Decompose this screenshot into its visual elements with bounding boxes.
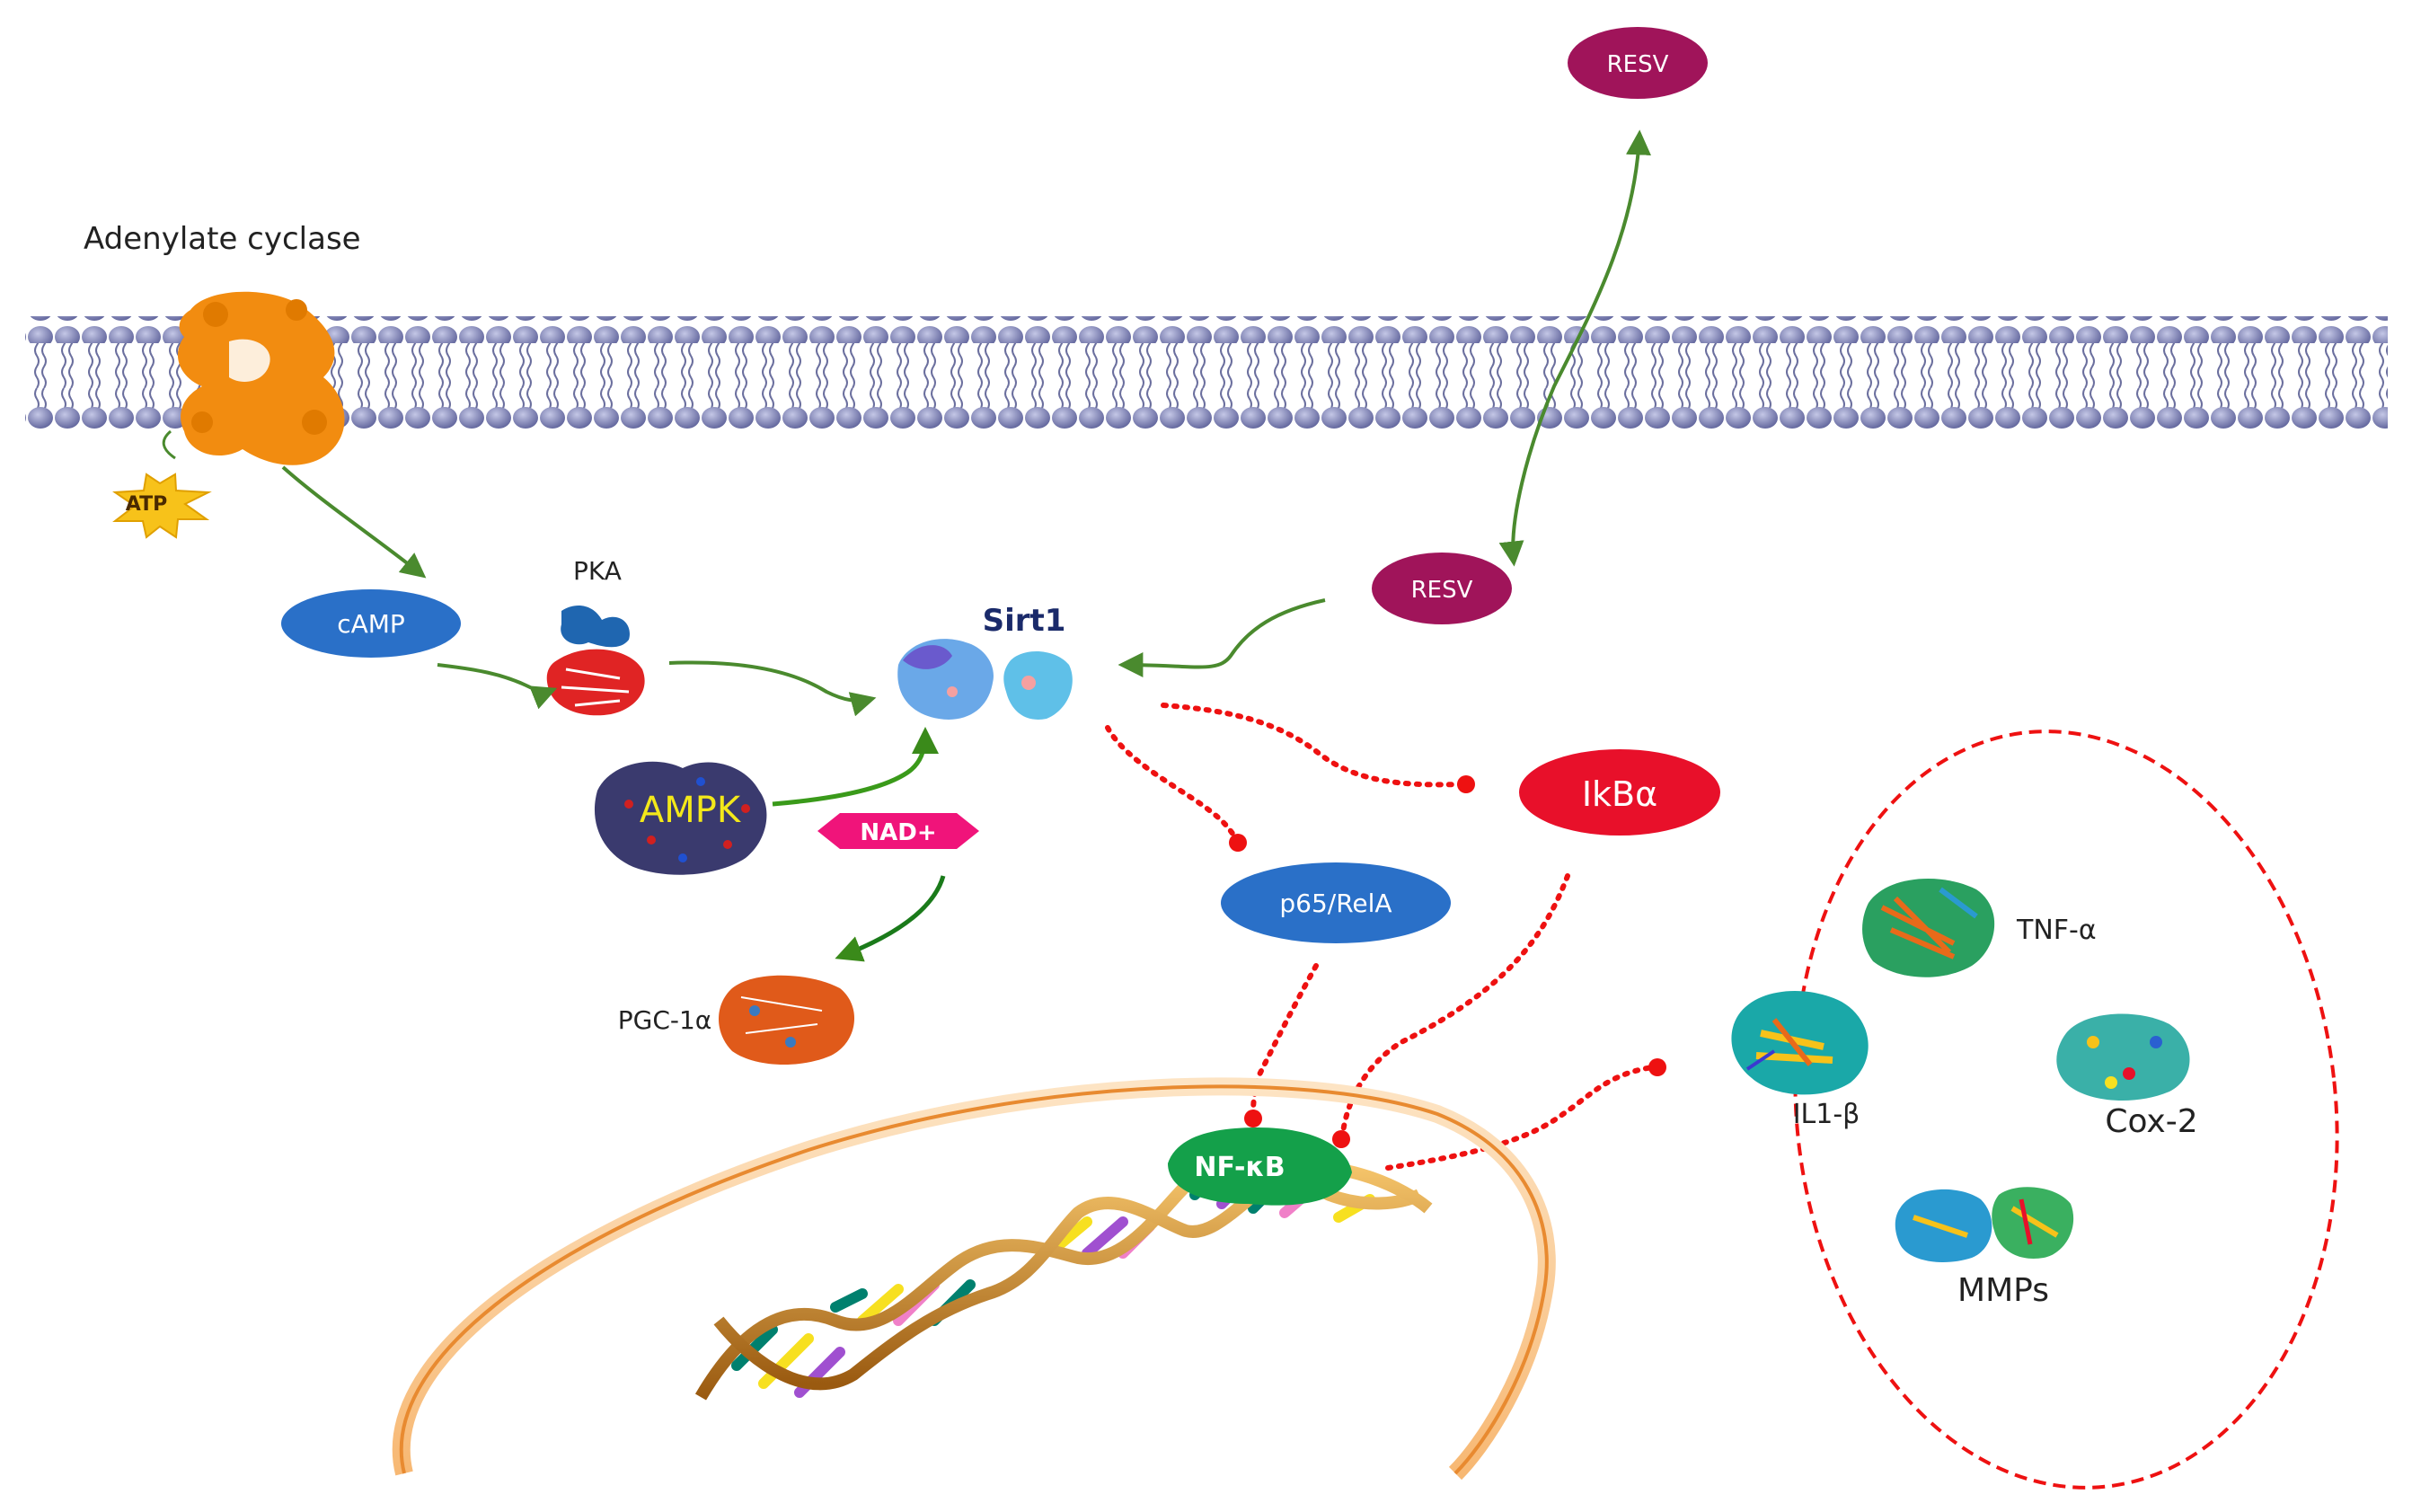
il1b-label: IL1-β	[1793, 1099, 1860, 1130]
nfkb-node: NF-κB	[1168, 1127, 1352, 1206]
nucleus	[392, 1077, 1556, 1481]
ampk-label: AMPK	[640, 790, 742, 831]
mmps-label: MMPs	[1957, 1272, 2049, 1309]
pka-protein	[546, 606, 645, 716]
cox2-label: Cox-2	[2105, 1103, 2197, 1140]
nad-label: NAD+	[860, 819, 936, 846]
pgc1a-label: PGC-1α	[618, 1005, 712, 1035]
resv-to-sirt1-arrow	[1118, 598, 1326, 678]
ampk-to-sirt1-arrow	[772, 727, 939, 807]
atp-burst: ATP	[112, 473, 212, 539]
atp-label: ATP	[126, 493, 167, 516]
adenylate-cyclase-label: Adenylate cyclase	[84, 221, 361, 257]
cox2-protein	[2056, 1013, 2190, 1101]
cell-membrane	[25, 316, 2388, 433]
camp-to-pka-arrow	[437, 663, 558, 710]
resv-inner-label: RESV	[1411, 577, 1473, 604]
mmps-protein	[1895, 1187, 2074, 1262]
camp-label: cAMP	[337, 609, 405, 639]
sirt1-protein	[897, 639, 1073, 720]
cyclase-to-camp-arrow	[281, 465, 427, 579]
resv-outer-label: RESV	[1607, 51, 1669, 78]
sirt1-inhibits-p65-line	[1105, 725, 1238, 839]
p65-label: p65/RelA	[1279, 889, 1392, 918]
pgc1a-protein	[719, 975, 855, 1065]
adenylate-cyclase-protein	[177, 291, 345, 465]
ampk-protein: AMPK	[594, 761, 767, 875]
tnfa-label: TNF-α	[2016, 915, 2097, 946]
pka-label: PKA	[573, 556, 622, 586]
p65-to-nfkb-line	[1250, 963, 1319, 1117]
resv-inner-node: RESV	[1372, 553, 1512, 624]
sirt1-label: Sirt1	[983, 603, 1066, 639]
il1b-protein	[1731, 991, 1869, 1095]
ikba-node: IkBα	[1519, 749, 1720, 836]
ikba-label: IkBα	[1582, 774, 1657, 814]
camp-node: cAMP	[281, 589, 461, 658]
atp-to-cyclase-line	[162, 429, 176, 460]
nfkb-label: NF-κB	[1194, 1152, 1285, 1183]
cytokine-region	[1793, 729, 2339, 1490]
nad-node: NAD+	[817, 813, 979, 849]
p65-node: p65/RelA	[1221, 862, 1451, 943]
nfkb-to-cytokines-line	[1385, 1065, 1656, 1171]
nad-to-pgc1a-arrow	[835, 875, 946, 962]
dna-helix	[694, 1161, 1433, 1401]
sirt1-inhibits-ikba-line	[1161, 703, 1462, 788]
resv-outer-node: RESV	[1568, 27, 1708, 99]
pka-to-sirt1-arrow	[668, 660, 877, 717]
inhibition-dots	[1229, 775, 1666, 1148]
tnfa-protein	[1862, 879, 1995, 977]
resv-transport-arrow	[1498, 129, 1651, 567]
